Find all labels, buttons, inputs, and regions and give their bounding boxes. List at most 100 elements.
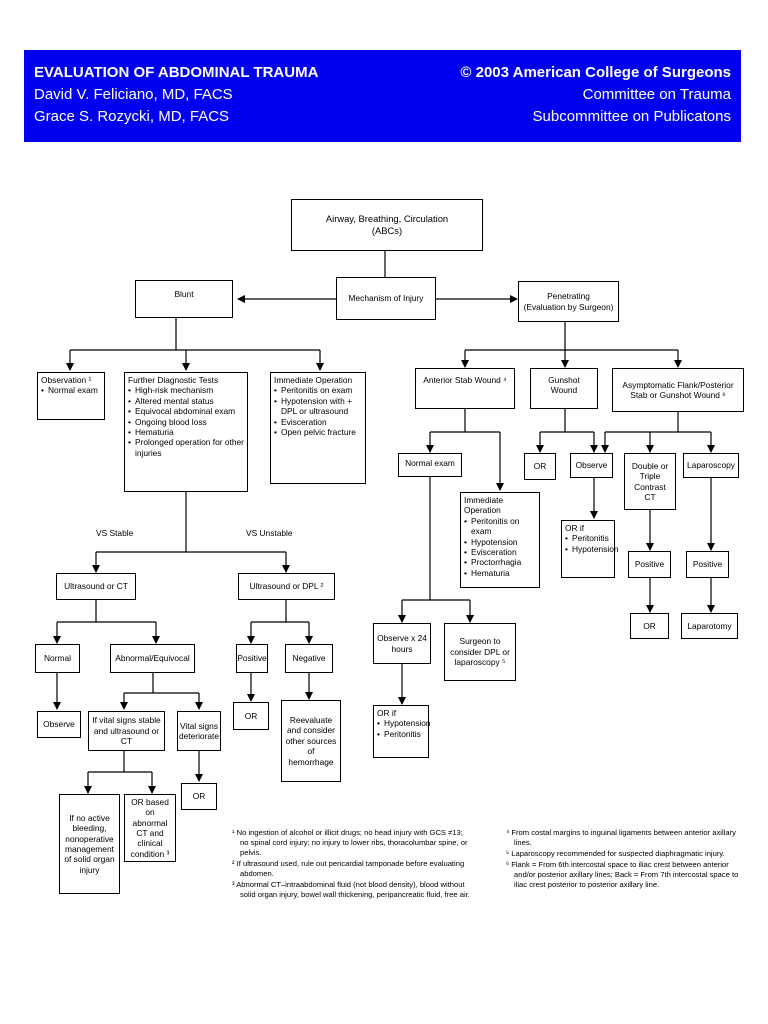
header-banner: EVALUATION OF ABDOMINAL TRAUMA David V. … <box>24 50 741 142</box>
abnormal-box: Abnormal/Equivocal <box>110 644 195 673</box>
double-triple-label: Double or Triple Contrast CT <box>631 460 669 502</box>
ultrasound-dpl-label: Ultrasound or DPL ² <box>249 581 324 592</box>
laparotomy-box: Laparotomy <box>681 613 738 639</box>
immediate-operation-box: Immediate Operation Peritonitis on exam … <box>270 372 366 484</box>
immediate2-item: Proctorrhagia <box>464 557 536 568</box>
further-item: Ongoing blood loss <box>128 417 244 428</box>
reevaluate-box: Reevaluate and consider other sources of… <box>281 700 341 782</box>
or-box-positive: OR <box>233 702 269 730</box>
immediate2-item: Hematuria <box>464 568 536 579</box>
further-item: Hematuria <box>128 427 244 438</box>
immediate-item: Open pelvic fracture <box>274 427 362 438</box>
vital-deteriorate-label: Vital signs deteriorate <box>178 720 220 741</box>
positive-label: Positive <box>237 653 267 664</box>
copyright: © 2003 American College of Surgeons <box>460 64 731 81</box>
abcs-line-2: (ABCs) <box>371 225 403 236</box>
footnotes-left: ¹ No ingestion of alcohol or illicit dru… <box>232 828 470 901</box>
normal-label: Normal <box>44 653 71 664</box>
observation-title: Observation ¹ <box>41 375 92 385</box>
further-item: Altered mental status <box>128 396 244 407</box>
page-title: EVALUATION OF ABDOMINAL TRAUMA <box>34 64 319 81</box>
immediate-item: Hypotension with + DPL or ultrasound <box>274 396 362 417</box>
penetrating-box: Penetrating (Evaluation by Surgeon) <box>518 281 619 322</box>
immediate2-item: Hypotension <box>464 537 536 548</box>
negative-label: Negative <box>292 653 326 664</box>
reevaluate-label: Reevaluate and consider other sources of… <box>285 714 337 767</box>
or-if-item: Hypotension <box>377 718 431 729</box>
asymptomatic-label: Asymptomatic Flank/Posterior Stab or Gun… <box>622 379 734 400</box>
mechanism-box: Mechanism of Injury <box>336 277 436 320</box>
observe-box-blunt: Observe <box>37 711 81 738</box>
abcs-box: Airway, Breathing, Circulation (ABCs) <box>291 199 483 251</box>
vs-stable-label: VS Stable <box>96 528 134 538</box>
surgeon-dpl-label: Surgeon to consider DPL or laparoscopy ⁵ <box>450 636 510 668</box>
normal-box: Normal <box>35 644 80 673</box>
header-right: © 2003 American College of Surgeons Comm… <box>460 62 731 128</box>
penetrating-line-1: Penetrating <box>547 291 590 302</box>
or-box-ct: OR <box>630 613 669 639</box>
immediate-title: Immediate Operation <box>274 375 353 385</box>
immediate2-item: Peritonitis on exam <box>464 516 536 537</box>
footnote-1: ¹ No ingestion of alcohol or illicit dru… <box>232 828 468 857</box>
ultrasound-ct-box: Ultrasound or CT <box>56 573 136 600</box>
further-item: Prolonged operation for other injuries <box>128 437 244 458</box>
surgeon-dpl-box: Surgeon to consider DPL or laparoscopy ⁵ <box>444 623 516 681</box>
or-if-item: Hypotension <box>565 544 619 555</box>
nonoperative-label: If no active bleeding, nonoperative mana… <box>64 812 115 875</box>
vital-stable-box: If vital signs stable and ultrasound or … <box>88 711 165 751</box>
or-label: OR <box>533 461 547 472</box>
or-label: OR <box>643 620 656 631</box>
observe-label: Observe <box>43 719 75 730</box>
author-2: Grace S. Rozycki, MD, FACS <box>34 108 230 125</box>
immediate2-title: Immediate Operation <box>464 495 504 516</box>
org-1: Committee on Trauma <box>582 86 731 103</box>
ultrasound-dpl-box: Ultrasound or DPL ² <box>238 573 335 600</box>
gunshot-box: Gunshot Wound <box>530 368 598 409</box>
observe-24-label: Observe x 24 hours <box>377 633 427 654</box>
or-if-item: Peritonitis <box>377 729 425 740</box>
or-label: OR <box>192 791 206 802</box>
asymptomatic-box: Asymptomatic Flank/Posterior Stab or Gun… <box>612 368 744 412</box>
vs-unstable-label: VS Unstable <box>246 528 293 538</box>
further-item: Equivocal abdominal exam <box>128 406 244 417</box>
immediate2-item: Evisceration <box>464 547 536 558</box>
or-box-deteriorate: OR <box>181 783 217 810</box>
laparoscopy-label: Laparoscopy <box>687 460 735 471</box>
immediate-item: Peritonitis on exam <box>274 385 362 396</box>
org-2: Subcommittee on Publicatons <box>532 108 731 125</box>
or-label: OR <box>244 710 258 721</box>
immediate-operation-box-2: Immediate Operation Peritonitis on exam … <box>460 492 540 588</box>
or-if-item: Peritonitis <box>565 533 611 544</box>
observe-label: Observe <box>575 460 608 471</box>
gunshot-label: Gunshot Wound <box>548 375 580 396</box>
header-left: EVALUATION OF ABDOMINAL TRAUMA David V. … <box>34 62 318 128</box>
vital-deteriorate-box: Vital signs deteriorate <box>177 711 221 751</box>
positive-label: Positive <box>692 559 723 570</box>
penetrating-line-2: (Evaluation by Surgeon) <box>523 301 614 312</box>
anterior-stab-label: Anterior Stab Wound ⁴ <box>423 375 507 385</box>
or-box-gunshot: OR <box>524 453 556 480</box>
further-tests-title: Further Diagnostic Tests <box>128 375 219 385</box>
observe-24-box: Observe x 24 hours <box>373 623 431 664</box>
or-if-title: OR if <box>565 523 585 533</box>
anterior-stab-box: Anterior Stab Wound ⁴ <box>415 368 515 409</box>
abnormal-label: Abnormal/Equivocal <box>115 653 190 664</box>
blunt-box: Blunt <box>135 280 233 318</box>
laparoscopy-box: Laparoscopy <box>683 453 739 478</box>
positive-label: Positive <box>634 559 665 570</box>
further-item: High-risk mechanism <box>128 385 244 396</box>
author-1: David V. Feliciano, MD, FACS <box>34 86 233 103</box>
double-triple-ct-box: Double or Triple Contrast CT <box>624 453 676 510</box>
further-tests-box: Further Diagnostic Tests High-risk mecha… <box>124 372 248 492</box>
or-if-box-gunshot: OR if Peritonitis Hypotension <box>561 520 619 578</box>
footnote-5: ⁵ Laparoscopy recommended for suspected … <box>506 849 725 858</box>
or-based-box: OR based on abnormal CT and clinical con… <box>124 794 176 862</box>
nonoperative-box: If no active bleeding, nonoperative mana… <box>59 794 120 894</box>
or-based-label: OR based on abnormal CT and clinical con… <box>130 796 170 859</box>
observe-box-gunshot: Observe <box>570 453 613 478</box>
observation-box: Observation ¹ Normal exam <box>37 372 105 420</box>
positive-box-ct: Positive <box>628 551 671 578</box>
immediate-item: Evisceration <box>274 417 362 428</box>
footnote-3: ³ Abnormal CT–intraabdominal fluid (not … <box>232 880 470 899</box>
